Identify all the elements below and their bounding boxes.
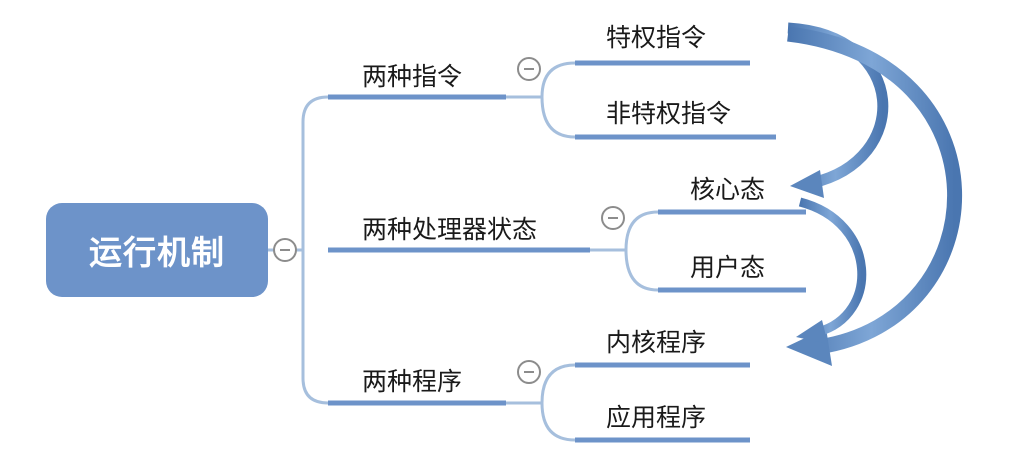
branch-1-collapse-toggle[interactable] — [517, 57, 541, 81]
branch-2-fork — [624, 210, 659, 292]
root-topic-label: 运行机制 — [89, 233, 225, 272]
root-topic[interactable]: 运行机制 — [46, 203, 268, 297]
branch-3-fork — [540, 363, 576, 442]
branch-1-fork — [540, 61, 576, 139]
child-topic-application-program[interactable]: 应用程序 — [606, 403, 707, 432]
child-topic-kernel-program[interactable]: 内核程序 — [606, 328, 707, 357]
child-topic-privileged-instructions[interactable]: 特权指令 — [606, 23, 707, 52]
branch-3-collapse-toggle[interactable] — [517, 360, 541, 384]
trunk-connector — [301, 95, 329, 405]
branch-2-collapse-toggle[interactable] — [601, 206, 625, 230]
arrow-privileged-to-kernel-program — [786, 26, 962, 366]
branch-topic-processor-states[interactable]: 两种处理器状态 — [362, 215, 538, 244]
root-collapse-toggle[interactable] — [273, 238, 297, 262]
child-topic-kernel-mode[interactable]: 核心态 — [690, 175, 766, 204]
child-topic-nonprivileged-instructions[interactable]: 非特权指令 — [606, 99, 732, 128]
child-topic-user-mode[interactable]: 用户态 — [690, 253, 766, 282]
branch-topic-instructions[interactable]: 两种指令 — [362, 62, 463, 91]
arrow-kernel-mode-to-kernel-program — [796, 197, 867, 344]
branch-topic-programs[interactable]: 两种程序 — [362, 367, 463, 396]
